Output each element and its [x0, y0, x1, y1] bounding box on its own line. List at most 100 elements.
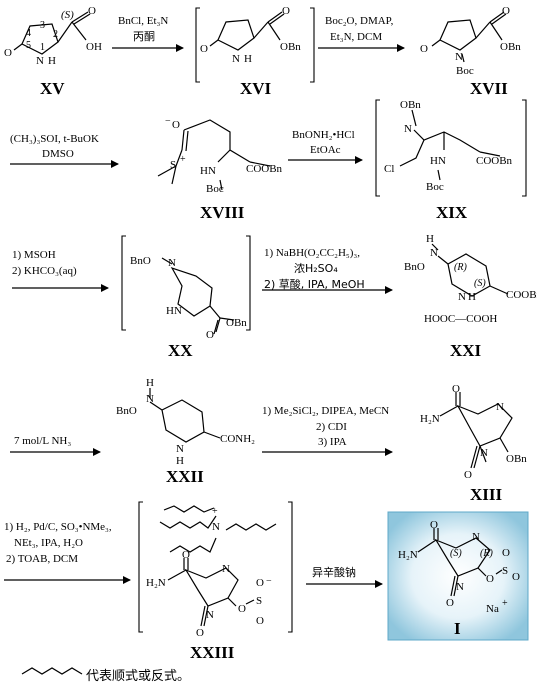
xxiii-atom: − — [266, 576, 272, 587]
reagent-text: 2) TOAB, DCM — [6, 553, 78, 565]
xx-atom: BnO — [130, 255, 151, 267]
xxiii-atom: N — [206, 609, 214, 621]
xx-atom: N — [168, 257, 176, 269]
reagent-text: 2) CDI — [316, 421, 347, 433]
xv-ring-num: 2 — [53, 29, 58, 40]
xvii-atom: Boc — [456, 65, 474, 77]
xxiii-atom: O — [256, 615, 264, 627]
xxiii-atom: O — [182, 549, 190, 561]
xix-atom: Boc — [426, 181, 444, 193]
zigzag-chain-icon — [21, 667, 83, 675]
compound-xvii: N Boc O O OBn XVII — [420, 5, 521, 98]
reagent-text: 浓H₂SO₄ — [294, 262, 338, 275]
xxiii-atom: + — [212, 506, 218, 517]
reagent-text: (CH₃)₃SOI, t-BuOK — [10, 133, 99, 145]
i-atom: H₂N — [398, 549, 418, 561]
xx-atom: HN — [166, 305, 182, 317]
compound-xvi: N H O O OBn XVI — [195, 5, 315, 98]
i-atom: + — [502, 598, 508, 609]
xv-ring-num: 3 — [40, 20, 45, 31]
xxii-atom: N — [146, 393, 154, 405]
reaction-step-5: 1) MSOH 2) KHCO₃(aq) — [12, 249, 109, 292]
i-atom: O — [512, 571, 520, 583]
compound-xxiii: + N O H₂N N N O O S O O − XXIII — [138, 501, 293, 662]
xviii-atom: − — [165, 116, 171, 127]
xv-atom: OH — [86, 41, 102, 53]
i-atom: S — [502, 565, 508, 577]
xviii-atom: + — [180, 154, 186, 165]
xvii-atom: O — [420, 43, 428, 55]
reagent-text: EtOAc — [310, 144, 341, 156]
xv-stereo: (S) — [61, 9, 74, 21]
xvii-atom: O — [502, 5, 510, 17]
xv-atom: N — [36, 55, 44, 67]
i-atom: N — [472, 531, 480, 543]
xxiii-atom: O — [256, 577, 264, 589]
xxi-atom: H — [468, 291, 476, 303]
reagent-text: Et₃N, DCM — [330, 31, 382, 43]
reagent-text: 丙酮 — [133, 30, 155, 43]
xv-ring-num: 4 — [26, 28, 31, 39]
xiii-label: XIII — [470, 485, 503, 504]
i-atom: O — [486, 573, 494, 585]
i-atom: O — [446, 597, 454, 609]
xxii-atom: H — [176, 455, 184, 467]
xxiii-label: XXIII — [190, 643, 235, 662]
xx-atom: O — [206, 329, 214, 341]
xxiii-atom: O — [238, 603, 246, 615]
compound-xviii: O S + − HN Boc COOBn XVIII — [157, 116, 283, 222]
reaction-step-1: BnCl, Et₃N 丙酮 — [112, 15, 184, 52]
xxiii-atom: N — [222, 563, 230, 575]
xviii-atom: Boc — [206, 183, 224, 195]
reaction-step-7: 7 mol/L NH₃ — [10, 435, 101, 456]
xx-atom: OBn — [226, 317, 247, 329]
i-atom: N — [456, 581, 464, 593]
compound-xiii: O H₂N N N O OBn XIII — [420, 383, 527, 504]
xix-label: XIX — [436, 203, 468, 222]
reagent-text: BnCl, Et₃N — [118, 15, 168, 27]
reagent-text: 7 mol/L NH₃ — [14, 435, 71, 447]
xvi-label: XVI — [240, 79, 272, 98]
xvi-atom: O — [282, 5, 290, 17]
xvii-atom: OBn — [500, 41, 521, 53]
reaction-step-2: Boc₂O, DMAP, Et₃N, DCM — [318, 15, 405, 52]
xv-ring-num: 1 — [40, 42, 45, 53]
xviii-atom: COOBn — [246, 163, 283, 175]
reagent-text: BnONH₂•HCl — [292, 129, 355, 141]
i-stereo: (S) — [450, 548, 462, 559]
xxiii-atom: H₂N — [146, 577, 166, 589]
compound-xx: BnO N HN O OBn XX — [121, 235, 251, 360]
xxii-atom: N — [176, 443, 184, 455]
i-label: I — [454, 619, 461, 638]
reagent-text: 3) IPA — [318, 436, 347, 448]
reagent-text: 2) KHCO₃(aq) — [12, 265, 77, 277]
xviii-atom: HN — [200, 165, 216, 177]
xvii-atom: N — [455, 51, 463, 63]
xxii-atom: BnO — [116, 405, 137, 417]
xxiii-atom: O — [196, 627, 204, 639]
i-atom: O — [430, 519, 438, 531]
i-atom: Na — [486, 603, 499, 615]
xvi-atom: OBn — [280, 41, 301, 53]
xviii-atom: O — [172, 119, 180, 131]
footnote: 代表顺式或反式。 — [21, 667, 190, 684]
xxi-label: XXI — [450, 341, 482, 360]
xiii-atom: H₂N — [420, 413, 440, 425]
xiii-atom: N — [496, 401, 504, 413]
reagent-text: NEt₃, IPA, H₂O — [14, 537, 83, 549]
xix-atom: Cl — [384, 163, 394, 175]
xvi-atom: O — [200, 43, 208, 55]
reaction-step-10: 异辛酸钠 — [306, 565, 383, 588]
xxi-atom: BnO — [404, 261, 425, 273]
xxi-atom: N — [458, 291, 466, 303]
reagent-text: 异辛酸钠 — [312, 565, 356, 579]
xviii-label: XVIII — [200, 203, 245, 222]
footnote-text: 代表顺式或反式。 — [86, 669, 190, 684]
xix-atom: N — [404, 123, 412, 135]
xviii-atom: S — [170, 159, 176, 171]
xxii-atom: CONH₂ — [220, 433, 255, 445]
xvi-atom: N — [232, 53, 240, 65]
reagent-text: 1) MSOH — [12, 249, 56, 261]
compound-xv: (S) 3 4 5 1 2 N H O O OH XV — [4, 5, 102, 98]
